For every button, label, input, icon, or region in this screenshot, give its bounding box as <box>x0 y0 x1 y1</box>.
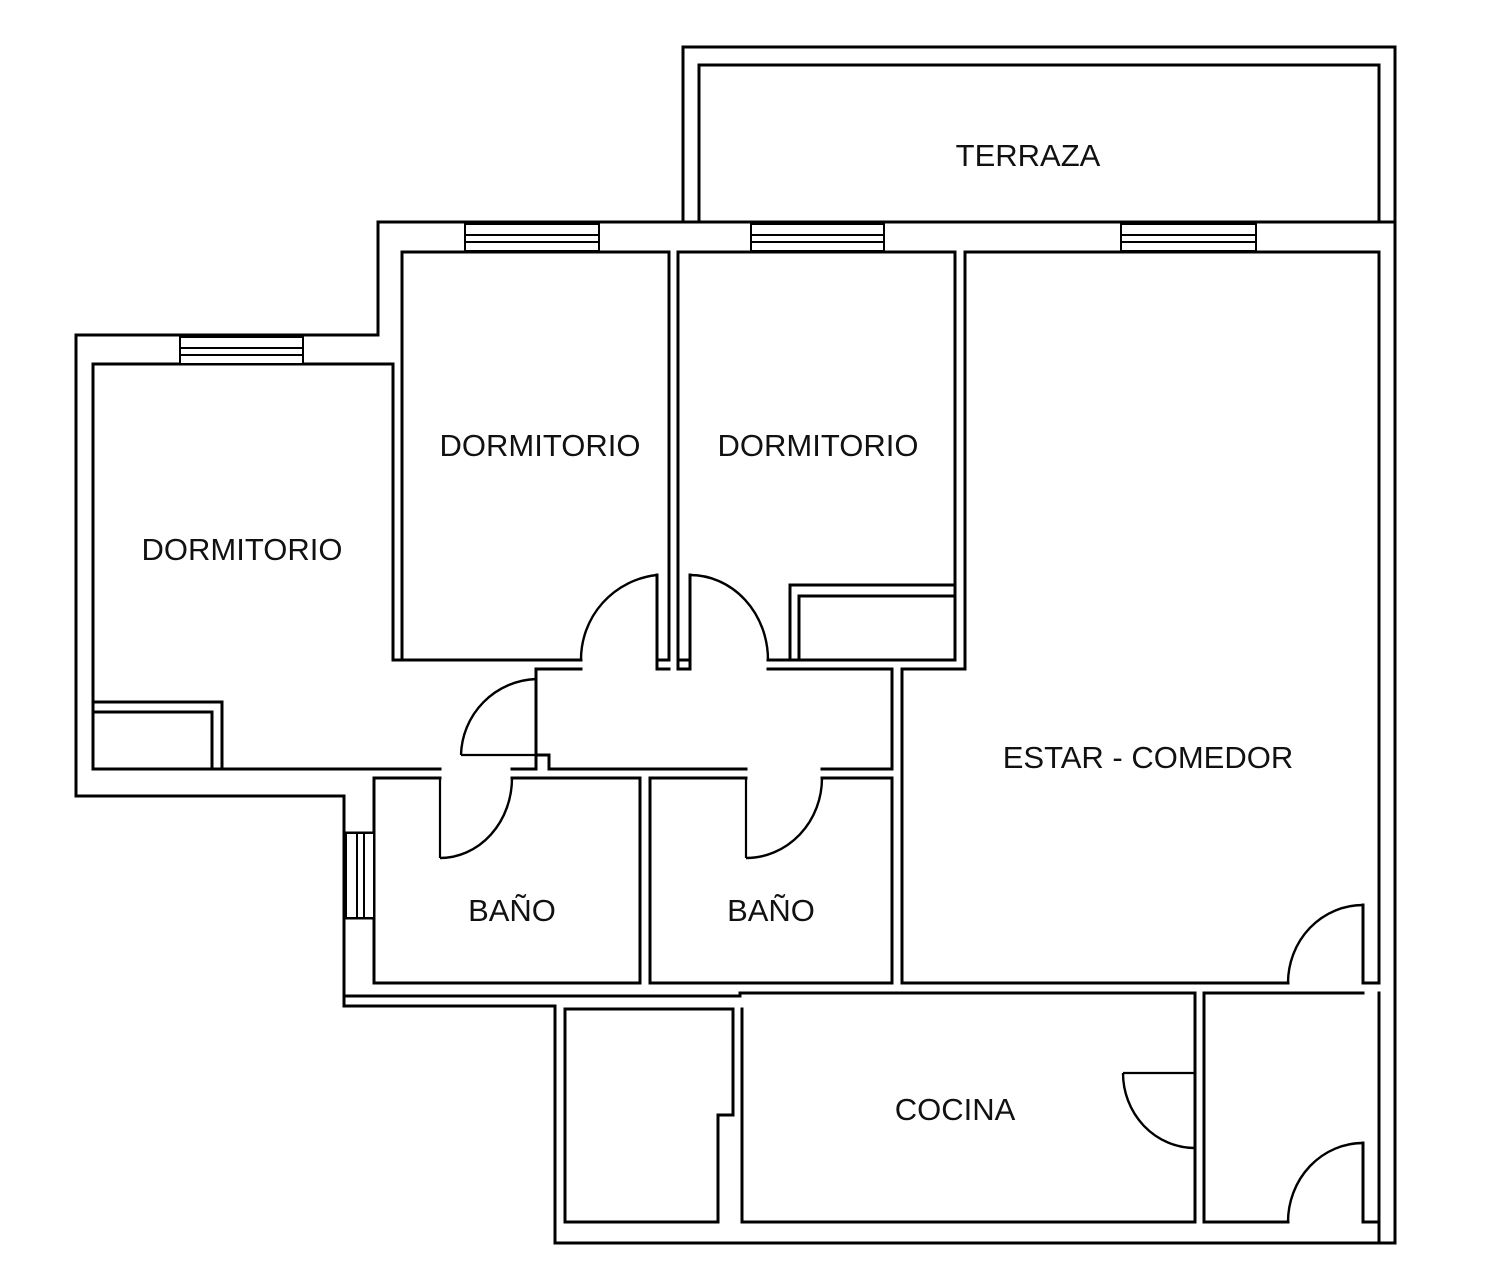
door-estar-comedor-cocina <box>1286 903 1365 984</box>
window-dormitorio-3 <box>750 223 885 252</box>
door-cocina <box>1121 1071 1196 1150</box>
exterior-wall-outer <box>74 220 1397 1245</box>
door-bano-2 <box>744 777 824 860</box>
interior-wall-lines <box>91 250 1381 1245</box>
door-bano-1 <box>438 777 514 860</box>
door-dormitorio-2 <box>579 573 659 661</box>
room-label-dormitorio-2: DORMITORIO <box>440 428 641 463</box>
room-label-dormitorio-3: DORMITORIO <box>718 428 919 463</box>
window-bano-1 <box>345 832 375 919</box>
room-label-bano-2: BAÑO <box>727 893 815 928</box>
room-label-terraza: TERRAZA <box>956 138 1101 173</box>
room-label-cocina: COCINA <box>895 1092 1016 1127</box>
door-dormitorio-3 <box>688 573 770 661</box>
window-dormitorio-2 <box>464 223 600 252</box>
terrace-walls <box>681 45 1397 224</box>
room-label-bano-1: BAÑO <box>468 893 556 928</box>
window-dormitorio-1 <box>179 336 304 365</box>
window-estar-comedor <box>1120 223 1257 252</box>
door-dormitorio-1 <box>459 669 538 757</box>
room-label-dormitorio-1: DORMITORIO <box>142 532 343 567</box>
room-label-estar-comedor: ESTAR - COMEDOR <box>1003 740 1294 775</box>
door-entrada <box>1286 1141 1365 1223</box>
